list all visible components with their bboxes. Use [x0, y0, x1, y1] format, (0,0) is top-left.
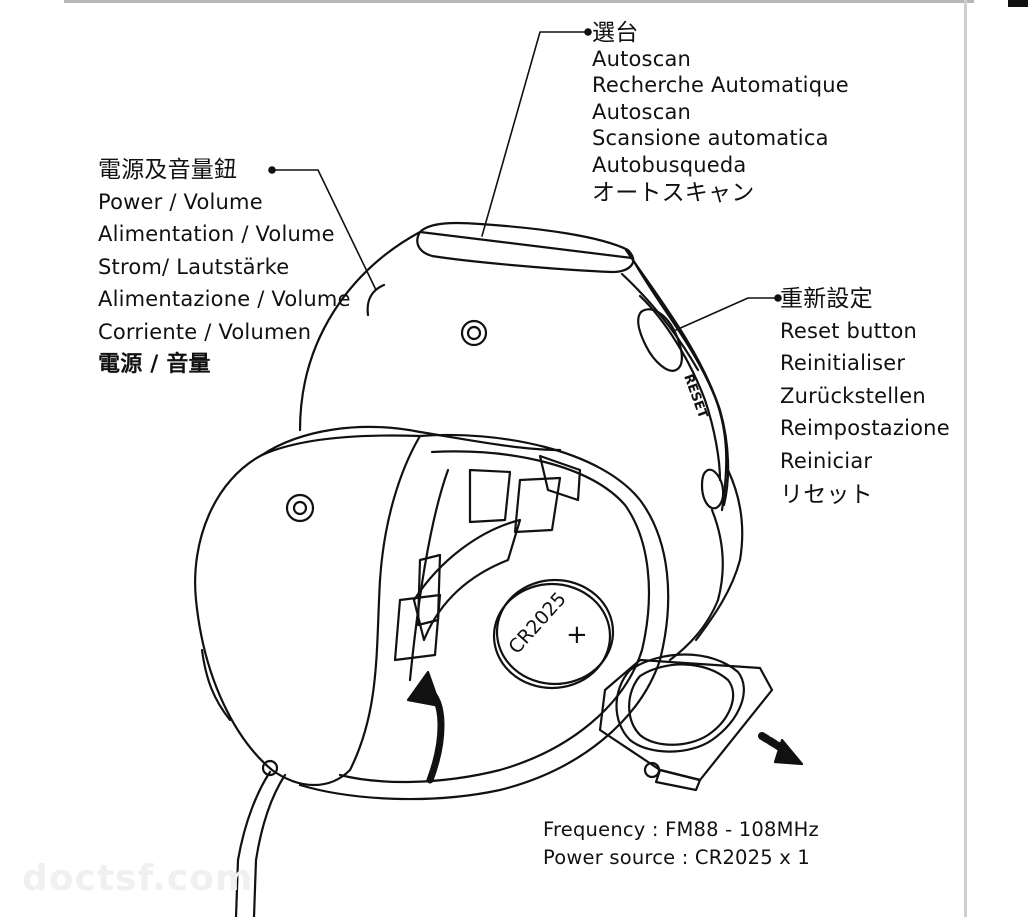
curved-arrow-icon [406, 670, 445, 784]
spec-power-source: Power source : CR2025 x 1 [543, 846, 811, 869]
autoscan-label-japanese: オートスキャン [592, 179, 755, 206]
power-volume-label-german: Strom/ Lautstärke [98, 254, 290, 279]
reset-label-english: Reset button [780, 318, 918, 343]
reset-label-french: Reinitialiser [780, 351, 906, 376]
battery-polarity: + [566, 620, 588, 650]
watermark: doctsf.com [22, 858, 254, 899]
autoscan-label-chinese: 選台 [592, 20, 639, 46]
reset-label-german: Zurückstellen [780, 383, 926, 408]
reset-label-chinese: 重新設定 [780, 286, 873, 312]
reset-label-spanish: Reiniciar [780, 448, 873, 473]
removal-arrow-icon [758, 732, 804, 766]
battery-holder-tray [598, 653, 774, 792]
specifications: Frequency : FM88 - 108MHz Power source :… [543, 820, 819, 876]
power-volume-label-chinese: 電源及音量鈕 [98, 157, 238, 183]
autoscan-label-spanish: Autobusqueda [592, 152, 747, 177]
battery-marking: CR2025 [504, 588, 570, 658]
earphone-cord [234, 770, 287, 917]
page-edge-top [64, 0, 974, 3]
power-volume-label: 電源及音量鈕 Power / Volume Alimentation / Vol… [98, 159, 351, 387]
autoscan-label-english: Autoscan [592, 46, 692, 71]
page-edge-right [964, 0, 967, 917]
autoscan-label: 選台 Autoscan Recherche Automatique Autosc… [592, 22, 849, 208]
power-volume-label-japanese: 電源 / 音量 [98, 352, 211, 377]
reset-marking: RESET [680, 372, 710, 420]
autoscan-label-german: Autoscan [592, 99, 692, 124]
autoscan-label-italian: Scansione automatica [592, 126, 829, 151]
power-volume-label-english: Power / Volume [98, 189, 263, 214]
reset-label-japanese: リセット [780, 481, 873, 508]
autoscan-label-french: Recherche Automatique [592, 73, 849, 98]
reset-button-slot [637, 308, 725, 510]
reset-label-italian: Reimpostazione [780, 416, 950, 441]
power-volume-label-italian: Alimentazione / Volume [98, 287, 351, 311]
radio-front-shell [194, 425, 562, 787]
reset-label: 重新設定 Reset button Reinitialiser Zurückst… [780, 288, 950, 516]
leader-lines [268, 28, 782, 331]
battery-coin [492, 578, 615, 690]
power-volume-label-spanish: Corriente / Volumen [98, 319, 312, 344]
corner-mark [1008, 0, 1028, 7]
radio-back-shell [298, 221, 744, 662]
power-volume-label-french: Alimentation / Volume [98, 222, 335, 246]
battery-compartment [298, 433, 670, 801]
spec-frequency: Frequency : FM88 - 108MHz [543, 818, 819, 841]
